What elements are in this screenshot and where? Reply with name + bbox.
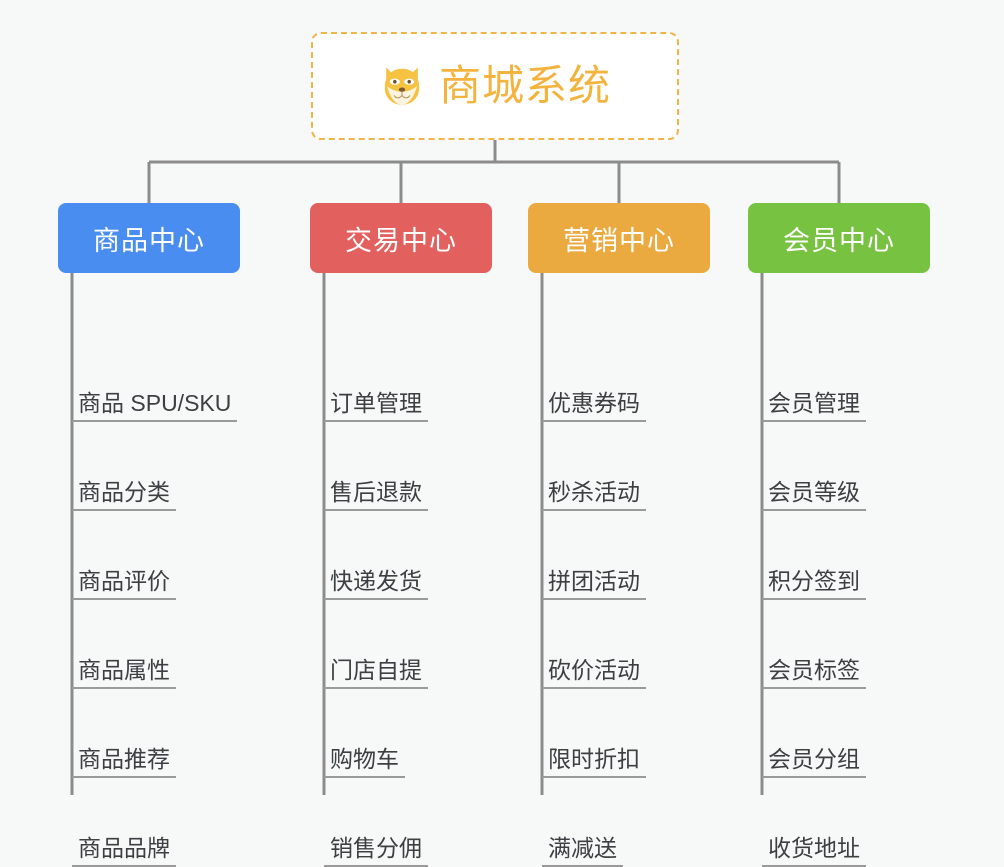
leaf-item[interactable]: 购物车 <box>324 732 405 778</box>
leaf-item-label: 砍价活动 <box>542 657 646 689</box>
category-label: 会员中心 <box>783 225 895 256</box>
leaf-item-label: 会员管理 <box>762 390 866 422</box>
branch-column: 营销中心优惠券码秒杀活动拼团活动砍价活动限时折扣满减送 <box>528 203 710 867</box>
leaf-item[interactable]: 会员标签 <box>762 643 866 689</box>
leaf-item[interactable]: 会员分组 <box>762 732 866 778</box>
leaf-item-label: 商品品牌 <box>72 835 176 867</box>
leaf-item-label: 快递发货 <box>324 568 428 600</box>
mind-map-canvas: 商城系统 商品中心商品 SPU/SKU 商品分类商品评价商品属性商品推荐商品品牌 交… <box>58 32 930 867</box>
branch-column: 交易中心订单管理售后退款快递发货门店自提购物车销售分佣 <box>310 203 492 867</box>
leaf-item-label: 会员分组 <box>762 746 866 778</box>
leaf-item-label: 收货地址 <box>762 835 866 867</box>
leaf-item[interactable]: 商品属性 <box>72 643 176 689</box>
leaf-item-label: 满减送 <box>542 835 623 867</box>
leaf-item-label: 秒杀活动 <box>542 479 646 511</box>
root-title: 商城系统 <box>438 62 611 109</box>
leaf-item[interactable]: 限时折扣 <box>542 732 646 778</box>
leaf-item[interactable]: 商品评价 <box>72 554 176 600</box>
leaf-item[interactable]: 积分签到 <box>762 554 866 600</box>
leaf-item[interactable]: 商品品牌 <box>72 821 176 867</box>
leaf-item-label: 商品分类 <box>72 479 176 511</box>
leaf-item-label: 销售分佣 <box>324 835 428 867</box>
leaf-item[interactable]: 商品 SPU/SKU <box>72 376 238 422</box>
branch-column: 商品中心商品 SPU/SKU 商品分类商品评价商品属性商品推荐商品品牌 <box>58 203 240 867</box>
category-box-4[interactable]: 会员中心 <box>748 203 930 273</box>
leaf-item[interactable]: 秒杀活动 <box>542 465 646 511</box>
leaf-item-label: 商品属性 <box>72 657 176 689</box>
leaf-item-label: 售后退款 <box>324 479 428 511</box>
shiba-dog-icon <box>384 67 420 105</box>
leaf-item-label: 商品推荐 <box>72 746 176 778</box>
leaf-item[interactable]: 优惠券码 <box>542 376 646 422</box>
leaf-item-label: 订单管理 <box>324 390 428 422</box>
leaf-item[interactable]: 商品推荐 <box>72 732 176 778</box>
leaf-item-label: 购物车 <box>324 746 405 778</box>
leaf-item[interactable]: 商品分类 <box>72 465 176 511</box>
category-box-1[interactable]: 商品中心 <box>58 203 240 273</box>
leaf-item-label: 拼团活动 <box>542 568 646 600</box>
leaf-item[interactable]: 满减送 <box>542 821 623 867</box>
leaf-item-label: 限时折扣 <box>542 746 646 778</box>
leaf-item-label: 商品评价 <box>72 568 176 600</box>
leaf-item[interactable]: 销售分佣 <box>324 821 428 867</box>
leaf-item[interactable]: 门店自提 <box>324 643 428 689</box>
leaf-item-label: 积分签到 <box>762 568 866 600</box>
leaf-item-label: 门店自提 <box>324 657 428 689</box>
leaf-item-label: 商品 SPU/SKU <box>72 390 238 422</box>
leaf-item-label: 会员标签 <box>762 657 866 689</box>
leaf-item[interactable]: 砍价活动 <box>542 643 646 689</box>
leaf-item[interactable]: 拼团活动 <box>542 554 646 600</box>
category-label: 交易中心 <box>345 225 457 256</box>
category-box-3[interactable]: 营销中心 <box>528 203 710 273</box>
leaf-item[interactable]: 会员管理 <box>762 376 866 422</box>
branch-column: 会员中心会员管理会员等级积分签到会员标签会员分组收货地址 <box>748 203 930 867</box>
category-label: 商品中心 <box>93 225 205 256</box>
leaf-item[interactable]: 收货地址 <box>762 821 866 867</box>
category-label: 营销中心 <box>563 225 675 256</box>
leaf-item-label: 会员等级 <box>762 479 866 511</box>
category-box-2[interactable]: 交易中心 <box>310 203 492 273</box>
leaf-item[interactable]: 订单管理 <box>324 376 428 422</box>
leaf-item[interactable]: 会员等级 <box>762 465 866 511</box>
root-node[interactable]: 商城系统 <box>311 32 679 140</box>
leaf-item-label: 优惠券码 <box>542 390 646 422</box>
leaf-item[interactable]: 快递发货 <box>324 554 428 600</box>
leaf-item[interactable]: 售后退款 <box>324 465 428 511</box>
